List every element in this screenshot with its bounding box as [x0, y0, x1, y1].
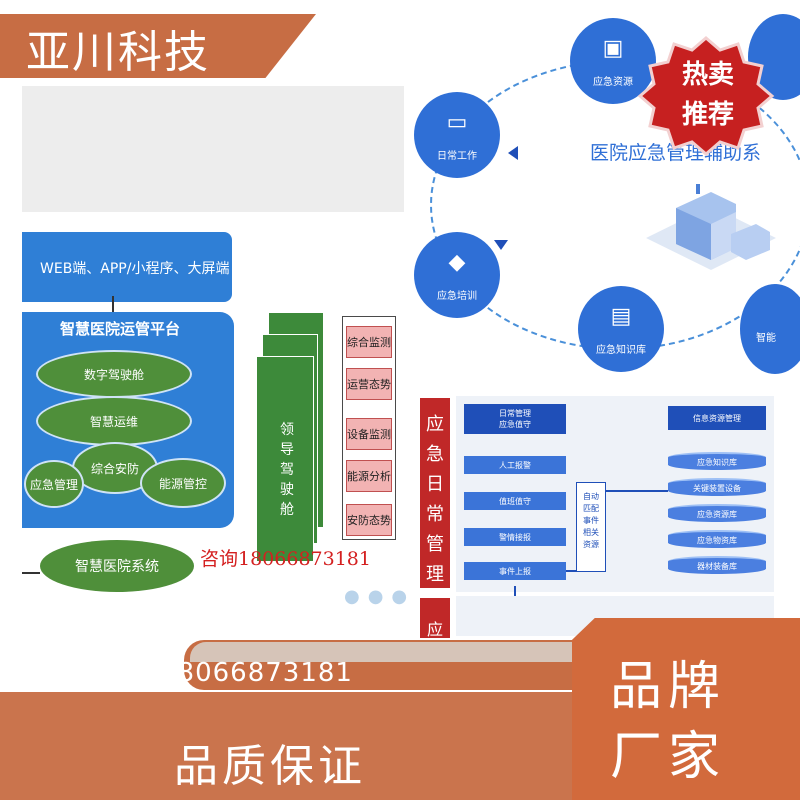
hot-badge — [637, 36, 775, 156]
quality-guarantee: 品质保证 — [174, 741, 366, 792]
module-digital-cockpit: 数字驾驶舱 — [36, 350, 192, 398]
side-label-2: 应 — [427, 620, 444, 639]
cockpit-card-front — [256, 356, 314, 562]
side-label-bar — [420, 398, 450, 588]
dots-decoration: ●●● — [344, 586, 416, 607]
flow-step-receive: 警情接报 — [464, 528, 566, 546]
panel-item-operations: 运营态势 — [346, 368, 392, 400]
phone-number: 18066873181 — [160, 658, 353, 688]
module-energy: 能源管控 — [140, 458, 226, 508]
flow-link-line-2 — [606, 490, 668, 492]
client-bar: WEB端、APP/小程序、大屏端 — [22, 232, 232, 302]
flow-step-manual-alarm: 人工报警 — [464, 456, 566, 474]
hot-line-1: 热卖 — [681, 60, 734, 90]
side-label-bar-2 — [420, 598, 450, 638]
connector-line — [112, 296, 114, 312]
flow-header: 日常管理 应急值守 — [464, 404, 566, 434]
brand-line-2: 厂家 — [610, 727, 727, 787]
consult-phone: 咨询18066873181 — [200, 548, 371, 570]
panel-item-monitoring: 综合监测 — [346, 326, 392, 358]
system-arrow — [22, 572, 40, 574]
cockpit-label: 领导驾驶舱 — [280, 422, 294, 518]
resource-materials: 应急物资库 — [668, 530, 766, 548]
brand-name: 亚川科技 — [26, 27, 210, 78]
hospital-system: 智慧医院系统 — [40, 540, 194, 592]
panel-item-security: 安防态势 — [346, 504, 392, 536]
module-smart-ops: 智慧运维 — [36, 396, 192, 446]
resource-emergency: 应急资源库 — [668, 504, 766, 522]
bubble-smart: 智能 — [740, 284, 800, 374]
phone-strip-highlight — [190, 642, 610, 662]
resource-equipment: 关键装置设备 — [668, 478, 766, 496]
resource-knowledge: 应急知识库 — [668, 452, 766, 470]
flow-step-on-duty: 值班值守 — [464, 492, 566, 510]
mortarboard-icon: ◆ — [448, 250, 466, 275]
monitor-icon: ▭ — [446, 110, 468, 135]
bubble-knowledge: ▤ 应急知识库 — [578, 286, 664, 372]
match-box: 自动 匹配 事件 相关 资源 — [576, 482, 606, 572]
brand-box — [572, 618, 800, 800]
ring-arrow-2 — [494, 240, 508, 250]
hot-line-2: 推荐 — [681, 100, 734, 130]
ring-arrow-1 — [508, 146, 518, 160]
hospital-illustration — [646, 184, 776, 270]
left-gray-area — [22, 86, 404, 212]
resource-gear: 器材装备库 — [668, 556, 766, 574]
platform-title: 智慧医院运管平台 — [60, 320, 181, 338]
brand-line-1: 品牌 — [610, 657, 727, 717]
flow-step-report: 事件上报 — [464, 562, 566, 580]
side-label: 应急日常管理 — [426, 414, 444, 585]
box-icon: ▣ — [602, 36, 624, 61]
module-emergency: 应急管理 — [24, 460, 84, 508]
resource-header: 信息资源管理 — [668, 406, 766, 430]
flow-link-line — [566, 570, 576, 572]
bubble-resources: ▣ 应急资源 — [570, 18, 656, 104]
bubble-daily: ▭ 日常工作 — [414, 92, 500, 178]
book-icon: ▤ — [610, 304, 632, 329]
brand-tab — [0, 14, 316, 78]
system-title: 医院应急管理辅助系 — [590, 142, 762, 164]
panel-item-energy: 能源分析 — [346, 460, 392, 492]
panel-item-equipment: 设备监测 — [346, 418, 392, 450]
bubble-training: ◆ 应急培训 — [414, 232, 500, 318]
